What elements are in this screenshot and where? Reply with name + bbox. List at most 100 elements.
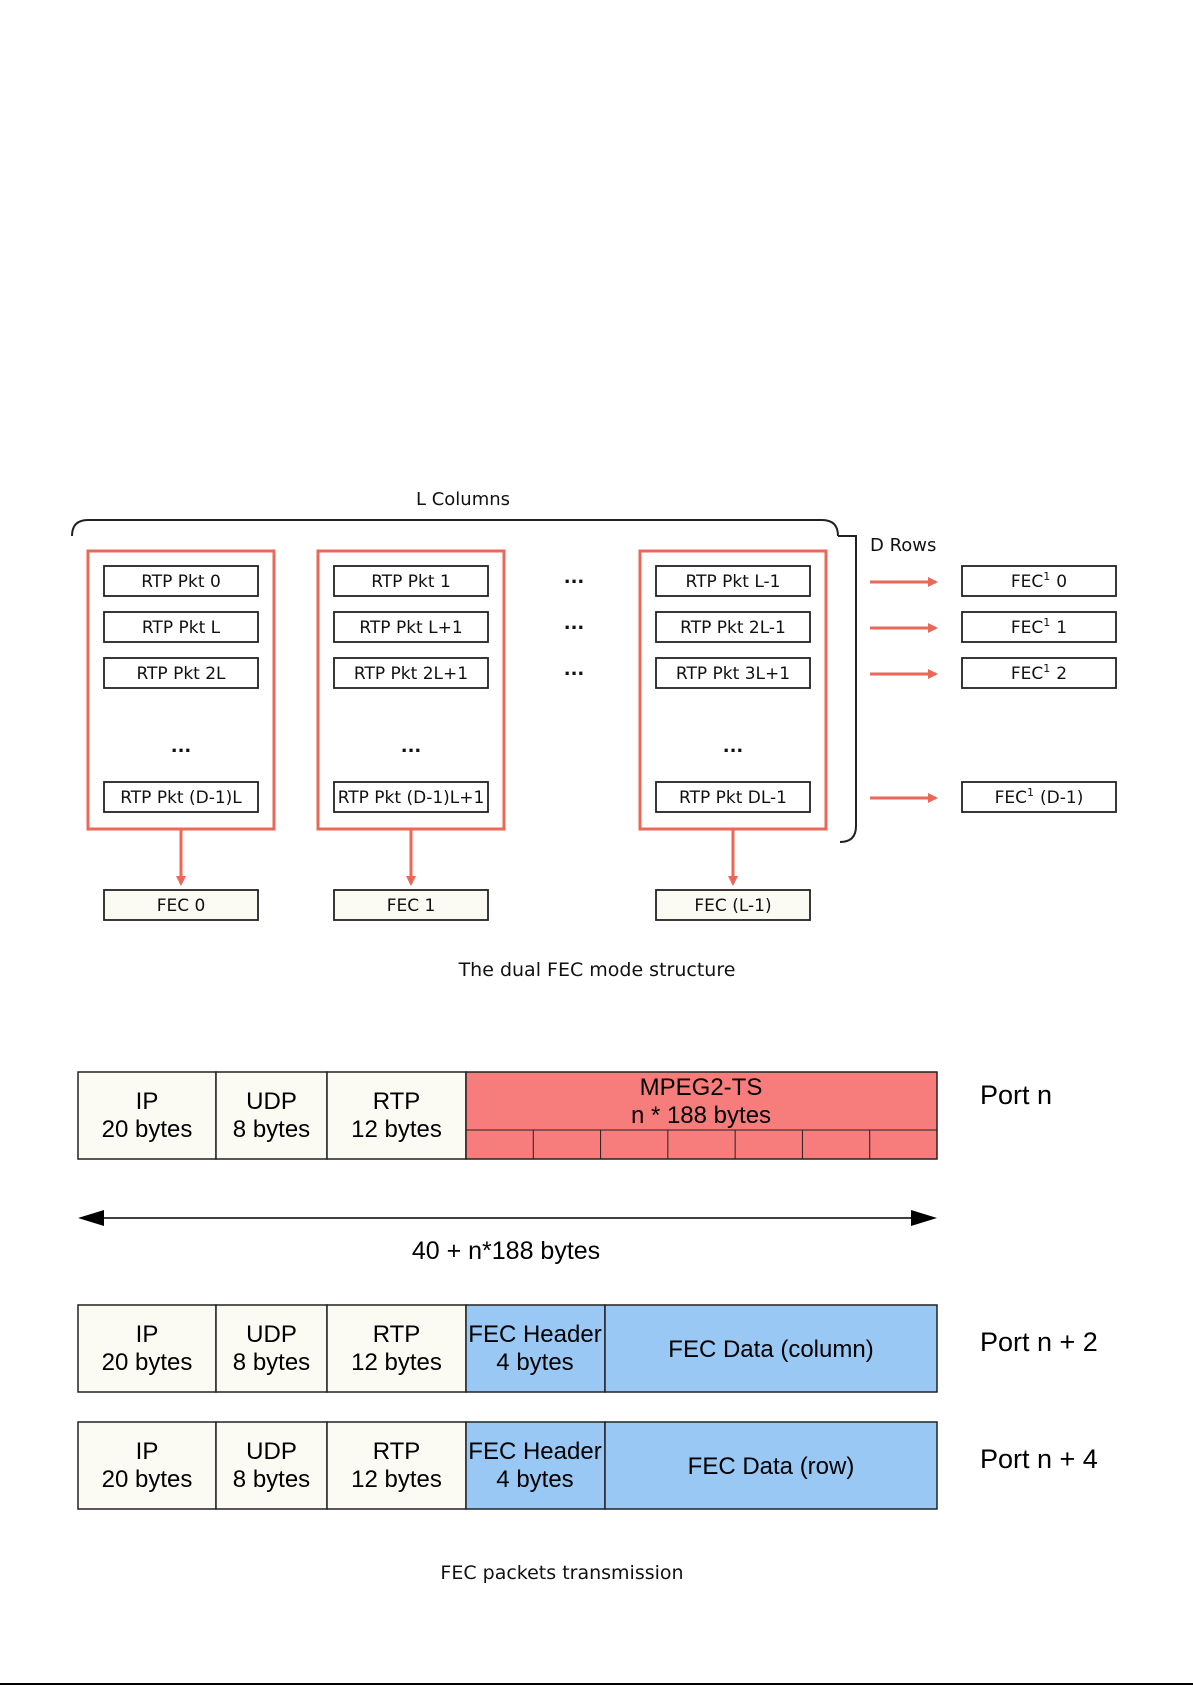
rows-bracket bbox=[838, 535, 857, 843]
header-cell-box bbox=[326, 1304, 467, 1393]
rtp-packet-box bbox=[655, 611, 811, 643]
rtp-packet-box bbox=[103, 565, 259, 597]
row-fec-suffix: 2 bbox=[1056, 664, 1067, 684]
rtp-packet-label: RTP Pkt DL-1 bbox=[679, 788, 787, 808]
rtp-packet-box bbox=[333, 565, 489, 597]
rtp-packet-label: RTP Pkt 2L bbox=[136, 664, 226, 684]
row-fec-suffix: 1 bbox=[1056, 618, 1067, 638]
rtp-packet-label: RTP Pkt (D-1)L+1 bbox=[338, 788, 485, 808]
columns-brace bbox=[71, 519, 839, 537]
fec-port-label: Port n + 2 bbox=[980, 1327, 1098, 1357]
header-name: UDP bbox=[246, 1088, 297, 1115]
row-fec-box bbox=[961, 565, 1117, 597]
header-size: 8 bytes bbox=[233, 1349, 310, 1376]
rtp-packet-box bbox=[103, 781, 259, 813]
fec-header-box bbox=[465, 1304, 606, 1393]
column-fec-box bbox=[333, 889, 489, 921]
rtp-packet-label: RTP Pkt 3L+1 bbox=[676, 664, 790, 684]
fec-header-name: FEC Header bbox=[468, 1438, 601, 1465]
rtp-packet-box bbox=[655, 781, 811, 813]
gap-ellipsis: ... bbox=[564, 567, 585, 588]
row-fec-suffix: 0 bbox=[1056, 572, 1067, 592]
fec-data-label: FEC Data (column) bbox=[668, 1336, 873, 1363]
header-size: 12 bytes bbox=[351, 1349, 442, 1376]
header-size: 20 bytes bbox=[102, 1116, 193, 1143]
header-name: RTP bbox=[373, 1088, 421, 1115]
row-fec-box bbox=[961, 781, 1117, 813]
column-fec-label: FEC 0 bbox=[157, 896, 206, 916]
gap-ellipsis: ... bbox=[564, 613, 585, 634]
header-cell-box bbox=[215, 1421, 328, 1510]
gap-ellipsis: ... bbox=[564, 659, 585, 680]
column-fec-label: FEC (L-1) bbox=[694, 896, 771, 916]
header-cell-box bbox=[77, 1421, 217, 1510]
rtp-packet-label: RTP Pkt 0 bbox=[141, 572, 221, 592]
row-fec-box bbox=[961, 657, 1117, 689]
header-size: 8 bytes bbox=[233, 1466, 310, 1493]
rtp-packet-box bbox=[333, 781, 489, 813]
l-columns-label: L Columns bbox=[416, 489, 510, 510]
header-name: UDP bbox=[246, 1438, 297, 1465]
rtp-packet-box bbox=[655, 657, 811, 689]
row-fec-prefix: FEC bbox=[1011, 618, 1043, 638]
payload-title: MPEG2-TS bbox=[640, 1074, 763, 1101]
column-ellipsis: ... bbox=[723, 736, 744, 757]
row-fec-prefix: FEC bbox=[1011, 664, 1043, 684]
header-name: IP bbox=[136, 1088, 159, 1115]
column-fec-box bbox=[103, 889, 259, 921]
rtp-packet-label: RTP Pkt L-1 bbox=[686, 572, 781, 592]
rtp-packet-box bbox=[655, 565, 811, 597]
fec-data-label: FEC Data (row) bbox=[688, 1453, 855, 1480]
rtp-packet-label: RTP Pkt (D-1)L bbox=[120, 788, 242, 808]
rtp-packet-box bbox=[333, 657, 489, 689]
fec-header-name: FEC Header bbox=[468, 1321, 601, 1348]
payload-size: n * 188 bytes bbox=[631, 1102, 771, 1129]
row-fec-superscript: 1 bbox=[1043, 616, 1050, 629]
data-port-label: Port n bbox=[980, 1080, 1052, 1110]
header-cell-box bbox=[326, 1421, 467, 1510]
d-rows-label: D Rows bbox=[870, 535, 936, 556]
column-gap-ellipses: ......... bbox=[564, 567, 585, 680]
column-ellipsis: ... bbox=[401, 736, 422, 757]
header-cell-box bbox=[77, 1071, 217, 1160]
fec-data-box bbox=[604, 1421, 938, 1510]
header-cell-box bbox=[326, 1071, 467, 1160]
rtp-packet-label: RTP Pkt 2L+1 bbox=[354, 664, 468, 684]
rtp-packet-label: RTP Pkt 2L-1 bbox=[680, 618, 786, 638]
header-size: 20 bytes bbox=[102, 1349, 193, 1376]
fec-port-label: Port n + 4 bbox=[980, 1444, 1098, 1474]
rtp-packet-box bbox=[333, 611, 489, 643]
column-ellipsis: ... bbox=[171, 736, 192, 757]
header-size: 12 bytes bbox=[351, 1116, 442, 1143]
rtp-packet-box bbox=[103, 611, 259, 643]
header-size: 8 bytes bbox=[233, 1116, 310, 1143]
fec-data-box bbox=[604, 1304, 938, 1393]
row-fec-label: FEC1(D-1) bbox=[995, 786, 1084, 808]
header-size: 20 bytes bbox=[102, 1466, 193, 1493]
fec-header-box bbox=[465, 1421, 606, 1510]
header-name: RTP bbox=[373, 1438, 421, 1465]
header-name: UDP bbox=[246, 1321, 297, 1348]
fec-header-size: 4 bytes bbox=[496, 1349, 573, 1376]
row-fec-superscript: 1 bbox=[1027, 786, 1034, 799]
transmission-caption: FEC packets transmission bbox=[440, 1562, 683, 1584]
column-fec-box bbox=[655, 889, 811, 921]
page-bottom-border bbox=[0, 1683, 1193, 1685]
